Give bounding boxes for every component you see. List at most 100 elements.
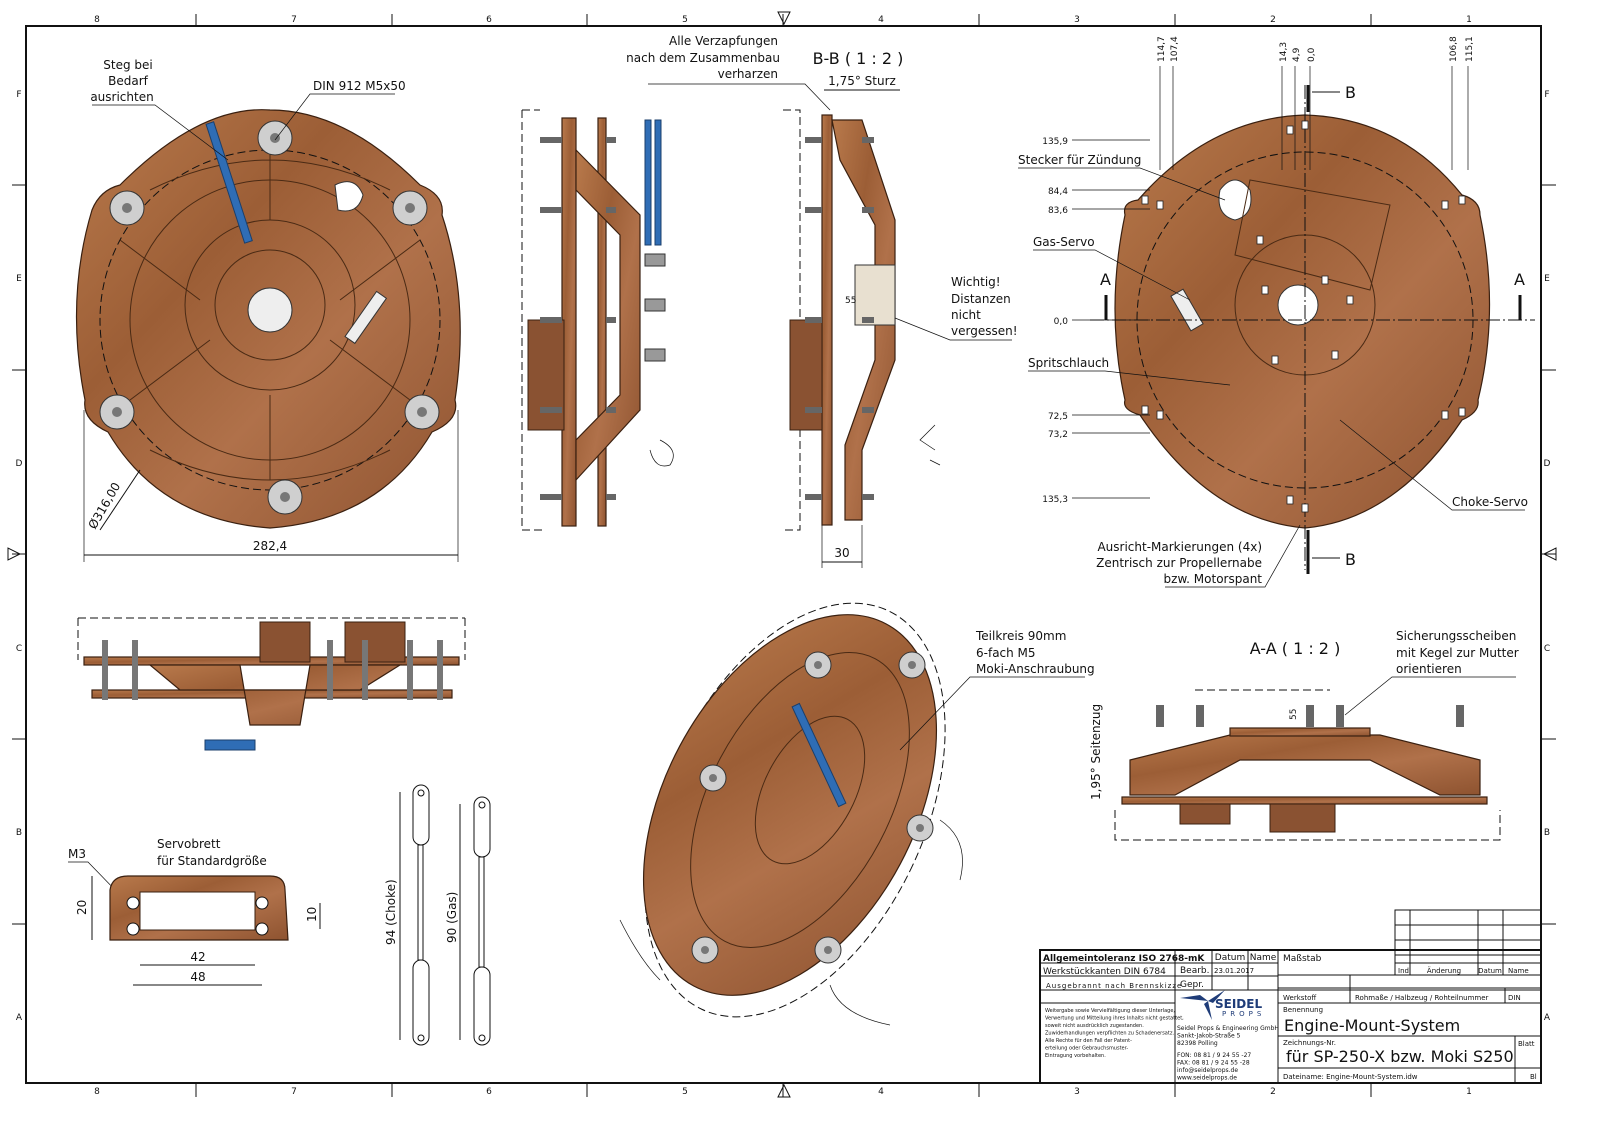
bolt (540, 207, 562, 213)
bolt (102, 640, 108, 700)
contact-line: FAX: 08 81 / 9 24 55 -28 (1177, 1060, 1250, 1067)
bolt-head (280, 492, 290, 502)
bolt (407, 640, 413, 700)
material-label: Werkstoff (1283, 994, 1316, 1002)
section-b-marker-top: B (1345, 83, 1356, 102)
bolt-head (270, 133, 280, 143)
bolt-head (814, 661, 822, 669)
mark-hole (1321, 275, 1329, 285)
company-line: Seidel Props & Engineering GmbH (1177, 1025, 1279, 1032)
grid-row-label: F (16, 90, 21, 100)
note-wichtig-line1: Wichtig! (951, 275, 1001, 289)
note-wichtig-line3: nicht (951, 308, 981, 322)
bolt-head (824, 946, 832, 954)
ordinate-left: 135,9 (1042, 137, 1068, 147)
din-label: DIN (1508, 994, 1521, 1002)
bolt (606, 494, 616, 500)
section-a-a: A-A ( 1 : 2 ) Sicherungsscheiben mit Keg… (1089, 629, 1519, 841)
mark-hole (1156, 200, 1164, 210)
scale-label: Maßstab (1283, 954, 1322, 964)
note-steg-line1: Steg bei (103, 58, 152, 72)
bolt (805, 494, 822, 500)
grid-column-label: 7 (291, 1087, 297, 1097)
grid-column-label: 3 (1074, 1087, 1080, 1097)
bolt-head (701, 946, 709, 954)
raw-label: Rohmaße / Halbzeug / Rohteilnummer (1355, 994, 1489, 1002)
grid-column-label: 4 (878, 15, 884, 25)
ordinate-top: 107,4 (1170, 36, 1180, 62)
bolt (862, 407, 874, 413)
company-line: 82398 Polling (1177, 1040, 1218, 1047)
note-wichtig-line4: vergessen! (951, 324, 1018, 338)
bolt-head (122, 203, 132, 213)
ordinate-top: 14,3 (1279, 42, 1289, 62)
dim-seitenzug: 1,95° Seitenzug (1089, 704, 1103, 800)
drawing-title: Engine-Mount-System (1284, 1016, 1460, 1035)
bolt-head (709, 774, 717, 782)
copyright-line: Zuwiderhandlungen verpflichten zu Schade… (1045, 1031, 1174, 1037)
grid-row-label: B (16, 828, 22, 838)
copyright-line: soweit nicht ausdrücklich zugestanden. (1045, 1023, 1144, 1029)
bolt (805, 137, 822, 143)
spacer (644, 348, 666, 362)
mark-hole (1256, 235, 1264, 245)
mark-hole (1141, 195, 1149, 205)
label-choke-servo: Choke-Servo (1452, 495, 1528, 509)
note-verzapfung-line3: verharzen (718, 67, 778, 81)
burned-note: Ausgebrannt nach Brennskizze (1046, 982, 1182, 990)
grid-column-label: 6 (486, 15, 492, 25)
grid-row-label: E (1544, 274, 1550, 284)
dim-20: 20 (75, 900, 89, 915)
rod-choke-length: 94 (Choke) (384, 879, 398, 945)
grid-column-label: 2 (1270, 15, 1276, 25)
row-bearb: Bearb. (1180, 966, 1210, 976)
col-datum: Datum (1215, 953, 1245, 963)
grid-column-label: 8 (94, 15, 100, 25)
mark-hole (1261, 285, 1269, 295)
note-steg-line2: Bedarf (108, 74, 149, 88)
ordinate-left: 83,6 (1048, 206, 1068, 216)
bolt (606, 207, 616, 213)
bolt (606, 317, 616, 323)
ordinate-top: 4,9 (1292, 47, 1302, 62)
note-verzapfung-line2: nach dem Zusammenbau (626, 51, 780, 65)
logo-sub: PROPS (1222, 1010, 1265, 1018)
bolt (1156, 705, 1164, 727)
mark-hole (1156, 410, 1164, 420)
top-view: 282,4 Ø316,00 Steg bei Bedarf ausrichten… (75, 58, 461, 562)
section-aa-title: A-A ( 1 : 2 ) (1250, 639, 1341, 658)
section-b-marker-bottom: B (1345, 550, 1356, 569)
servo-board-title-line1: Servobrett (157, 837, 221, 851)
grid-row-label: A (16, 1013, 23, 1023)
bolt (540, 407, 562, 413)
isometric-view: Teilkreis 90mm 6-fach M5 Moki-Anschraubu… (619, 602, 1095, 1026)
rod-gas-length: 90 (Gas) (445, 892, 459, 943)
servo-board-title-line2: für Standardgröße (157, 854, 267, 868)
grid-row-label: D (1544, 459, 1551, 469)
section-a-marker-left: A (1100, 270, 1111, 289)
rev-change: Änderung (1427, 966, 1461, 975)
label-stecker: Stecker für Zündung (1018, 153, 1141, 167)
bolt-head (112, 407, 122, 417)
side-view: Alle Verzapfungen nach dem Zusammenbau v… (521, 34, 831, 531)
bolt (437, 640, 443, 700)
spacer (644, 253, 666, 267)
copyright-line: Weitergabe sowie Vervielfältigung dieser… (1045, 1008, 1175, 1014)
mark-hole (1441, 200, 1449, 210)
benennung-label: Benennung (1283, 1006, 1323, 1014)
grid-row-label: F (1544, 90, 1549, 100)
blatt-label: Blatt (1518, 1040, 1535, 1048)
seidel-logo: SEIDEL PROPS (1180, 990, 1265, 1020)
note-wichtig-line2: Distanzen (951, 292, 1011, 306)
note-teilkreis-line2: 6-fach M5 (976, 646, 1036, 660)
bolt (805, 207, 822, 213)
title-block: Allgemeintoleranz ISO 2768-mK Werkstückk… (1039, 949, 1542, 1084)
note-ausricht-line1: Ausricht-Markierungen (4x) (1097, 540, 1262, 554)
bolt-head (405, 203, 415, 213)
ordinate-left: 72,5 (1048, 412, 1068, 422)
bl-label: Bl (1530, 1073, 1537, 1081)
ordinate-top: 114,7 (1157, 36, 1167, 62)
copyright-line: Verwertung und Mitteilung ihres Inhalts … (1045, 1016, 1184, 1022)
grid-column-label: 6 (486, 1087, 492, 1097)
